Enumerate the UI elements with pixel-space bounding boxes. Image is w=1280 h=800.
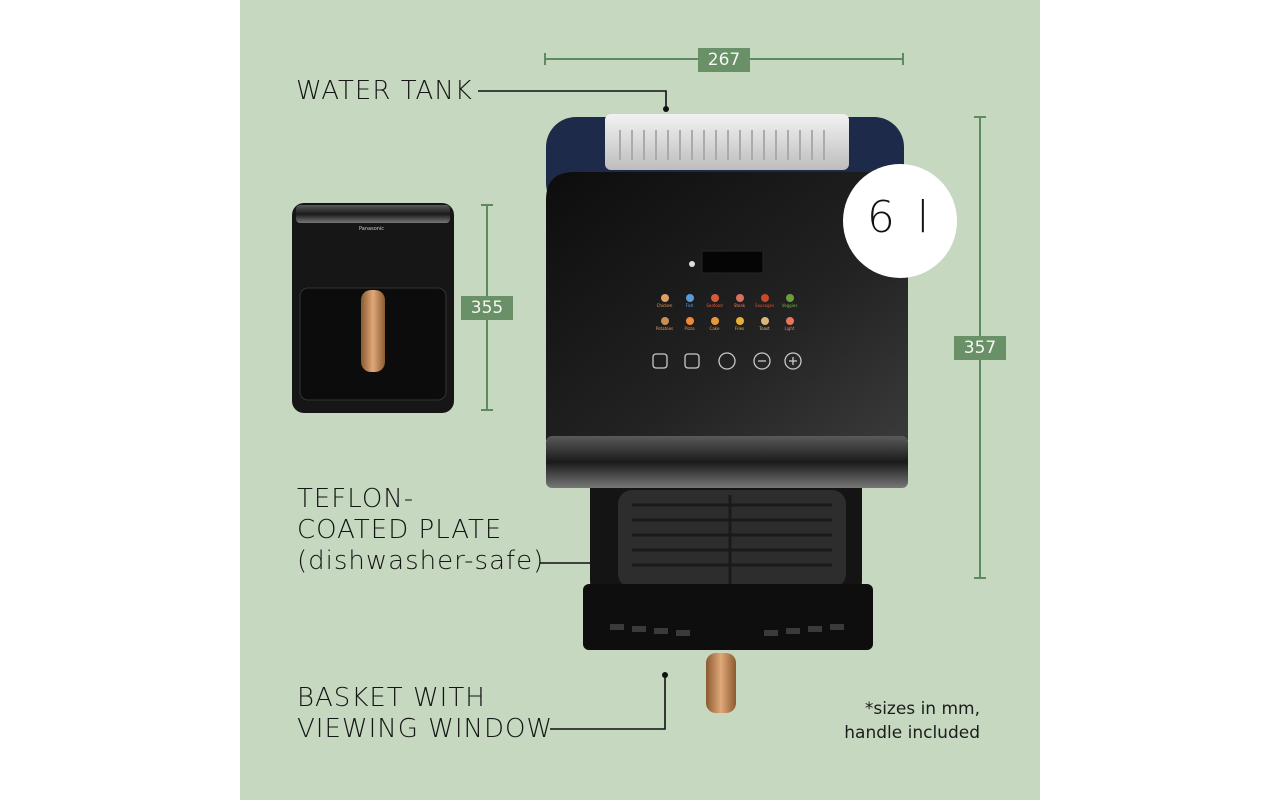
basket-callout (550, 675, 666, 730)
large-height-tag: 357 (954, 336, 1006, 360)
small-fryer-image: Panasonic (292, 203, 454, 413)
preset-pizza[interactable]: Pizza (677, 317, 702, 340)
preset-chicken[interactable]: Chicken (652, 294, 677, 317)
basket-label-line2: VIEWING WINDOW (297, 714, 554, 744)
control-buttons (652, 352, 802, 370)
svg-text:Panasonic: Panasonic (359, 226, 384, 232)
water-tank-label: WATER TANK (296, 76, 473, 106)
product-illustration: Panasonic (292, 53, 986, 730)
plate-label-line1: TEFLON- (297, 484, 415, 514)
width-tag: 267 (698, 48, 750, 72)
preset-cake[interactable]: Cake (702, 317, 727, 340)
basket-label-line1: BASKET WITH (297, 683, 486, 713)
preset-potatoes[interactable]: Potatoes (652, 317, 677, 340)
large-fryer-image (546, 114, 908, 713)
preset-veggies[interactable]: Veggies (777, 294, 802, 317)
product-info-panel: Panasonic (240, 0, 1040, 800)
plate-label-line2: COATED PLATE (297, 515, 503, 545)
preset-sausages[interactable]: Sausages (752, 294, 777, 317)
preset-light[interactable]: Light (777, 317, 802, 340)
preset-seafood[interactable]: Seafood (702, 294, 727, 317)
water-tank-callout (478, 90, 667, 108)
preset-steak[interactable]: Steak (727, 294, 752, 317)
size-note-line1: *sizes in mm, (864, 699, 980, 719)
preset-fries[interactable]: Fries (727, 317, 752, 340)
preset-fish[interactable]: Fish (677, 294, 702, 317)
plate-label: TEFLON- COATED PLATE (dishwasher-safe) (297, 484, 544, 577)
size-note-line2: handle included (844, 723, 980, 743)
basket-label: BASKET WITH VIEWING WINDOW (297, 683, 553, 745)
small-height-tag: 355 (461, 296, 513, 320)
plate-label-line3: (dishwasher-safe) (297, 546, 545, 576)
size-note: *sizes in mm, handle included (844, 697, 980, 745)
preset-toast[interactable]: Toast (752, 317, 777, 340)
capacity-badge: 6 l (843, 164, 957, 278)
preset-icon-grid: Chicken Fish Seafood Steak Sausages Vegg… (652, 294, 802, 340)
